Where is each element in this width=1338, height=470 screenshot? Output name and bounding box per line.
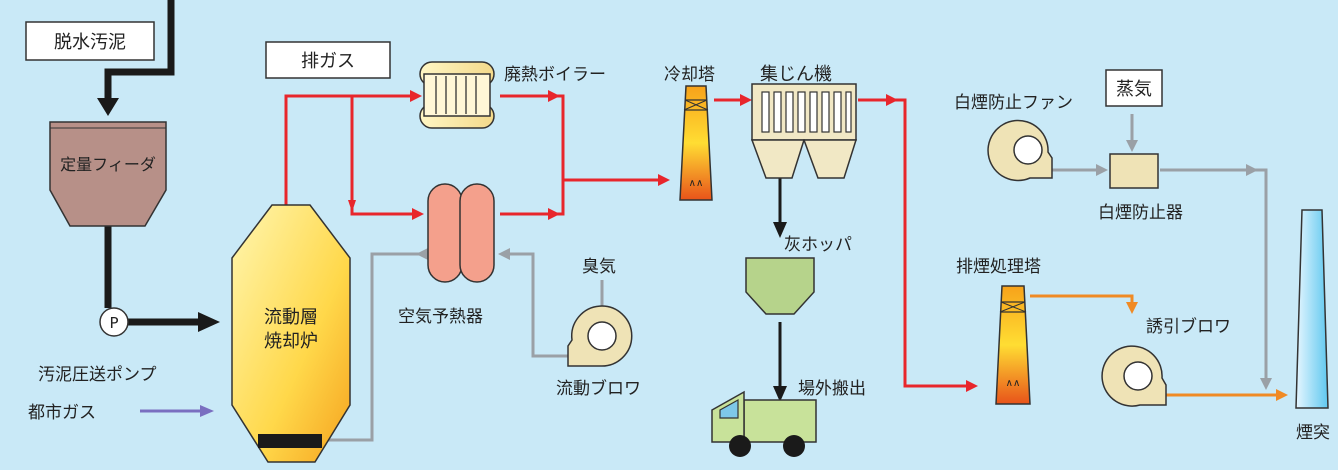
metering-feeder: 定量フィーダ [49, 121, 167, 227]
city-gas-arrow-head [200, 405, 214, 417]
odor-label: 臭気 [582, 257, 616, 277]
svg-text:排ガス: 排ガス [301, 51, 355, 72]
induced-blower-label: 誘引ブロワ [1146, 316, 1231, 337]
cooling-tower-label: 冷却塔 [664, 65, 715, 85]
ash-hopper [745, 257, 815, 315]
waste-heat-boiler [419, 61, 495, 129]
furnace-label-line2: 焼却炉 [264, 331, 318, 352]
treated-gas-arrow-heads [1126, 302, 1288, 401]
ash-arrow-head [773, 222, 787, 238]
sludge-arrow-head [97, 98, 119, 116]
city-gas-label: 都市ガス [28, 403, 96, 423]
sludge-pump: P [99, 307, 129, 337]
dust-collector [750, 83, 858, 179]
fluidizing-blower-label: 流動ブロワ [556, 378, 641, 399]
sludge-feed-line [104, 0, 200, 326]
white-smoke-preventer-label: 白煙防止器 [1098, 203, 1183, 223]
dust-collector-label: 集じん機 [760, 64, 832, 85]
nozzle-marks-flue: ∧∧ [1006, 378, 1021, 389]
fluidizing-blower [567, 305, 633, 367]
exhaust-gas-line [284, 94, 970, 388]
fluidized-bed-furnace: 流動層 焼却炉 [231, 204, 351, 463]
truck-icon [711, 390, 817, 457]
waste-heat-boiler-label: 廃熱ボイラー [504, 65, 606, 85]
exhaust-arrow-heads [348, 90, 978, 392]
air-preheater [427, 183, 495, 283]
white-smoke-fan [987, 119, 1053, 182]
svg-text:定量フィーダ: 定量フィーダ [60, 155, 156, 174]
removal-arrow-head [773, 386, 787, 402]
induced-blower [1101, 345, 1167, 407]
dewatered-sludge-box: 脱水汚泥 [25, 21, 155, 61]
cooling-tower: ∧∧ [679, 85, 713, 201]
steam-box: 蒸気 [1105, 69, 1163, 107]
offsite-removal-label: 場外搬出 [798, 379, 866, 399]
pump-arrow-head [198, 312, 220, 332]
svg-text:脱水汚泥: 脱水汚泥 [54, 32, 126, 53]
svg-text:P: P [109, 314, 118, 332]
nozzle-marks-cooling: ∧∧ [689, 178, 704, 189]
flue-gas-treatment-tower: ∧∧ [995, 285, 1031, 405]
sludge-pump-label: 汚泥圧送ポンプ [38, 365, 157, 385]
air-preheater-label: 空気予熱器 [398, 307, 483, 327]
flue-gas-tower-label: 排煙処理塔 [956, 257, 1041, 277]
ash-hopper-label: 灰ホッパ [784, 235, 852, 255]
white-smoke-preventer [1109, 153, 1159, 189]
treated-gas-line [1030, 294, 1280, 397]
white-smoke-fan-label: 白煙防止ファン [954, 93, 1073, 113]
furnace-label-line1: 流動層 [264, 307, 318, 328]
svg-text:蒸気: 蒸気 [1116, 79, 1152, 100]
exhaust-gas-box: 排ガス [265, 41, 391, 79]
chimney [1295, 209, 1329, 409]
chimney-label: 煙突 [1296, 423, 1330, 443]
